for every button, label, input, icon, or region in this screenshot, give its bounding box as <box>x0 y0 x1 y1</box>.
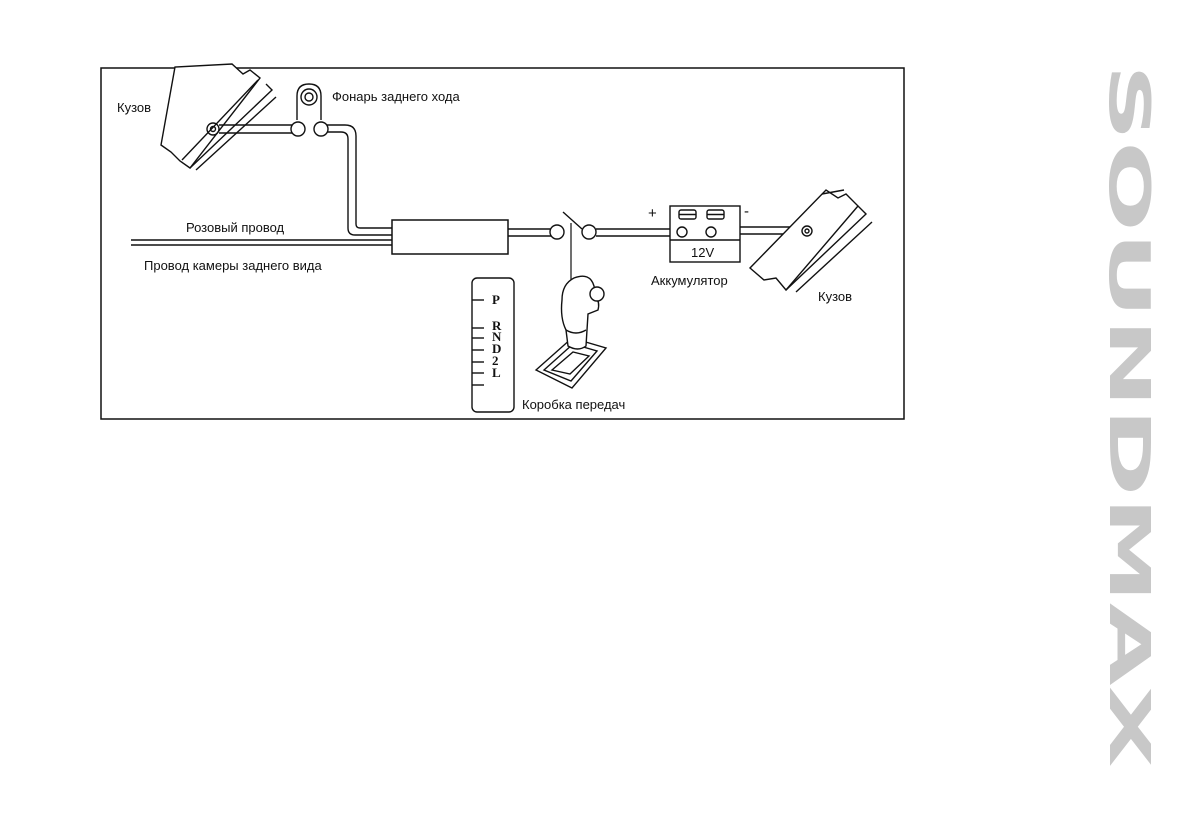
label-pink-wire: Розовый провод <box>186 220 285 235</box>
car-body-right <box>748 189 873 293</box>
switch-terminal-left <box>549 224 565 240</box>
reverse-lamp-icon <box>296 83 322 120</box>
label-battery-voltage: 12V <box>691 245 714 260</box>
gear-p: P <box>492 292 500 307</box>
label-reverse-lamp: Фонарь заднего хода <box>332 89 461 104</box>
label-body-left: Кузов <box>117 100 151 115</box>
label-body-right: Кузов <box>818 289 852 304</box>
lamp-ground-wire <box>219 124 292 134</box>
battery-positive-wire <box>596 228 670 237</box>
switch-wire <box>508 228 551 237</box>
label-camera-wire: Провод камеры заднего вида <box>144 258 322 273</box>
relay-module <box>391 219 509 255</box>
diagram-frame <box>100 67 905 420</box>
lamp-terminal-left <box>290 121 306 137</box>
gear-d: D <box>492 341 501 356</box>
gear-2: 2 <box>492 353 499 368</box>
gear-shifter-icon <box>534 275 608 389</box>
label-battery: Аккумулятор <box>651 273 728 288</box>
lamp-signal-wire <box>327 124 392 236</box>
battery-icon <box>669 205 741 263</box>
reverse-switch <box>562 211 583 230</box>
label-minus: - <box>744 203 749 220</box>
gear-n: N <box>492 329 502 344</box>
car-body-left <box>160 63 277 171</box>
gear-r: R <box>492 318 502 333</box>
label-gearbox: Коробка передач <box>522 397 625 412</box>
label-plus: + <box>648 205 657 222</box>
soundmax-watermark: SOUNDMAX <box>1096 64 1161 768</box>
lamp-terminal-right <box>313 121 329 137</box>
camera-wires <box>131 239 392 246</box>
switch-terminal-right <box>581 224 597 240</box>
gear-l: L <box>492 365 501 380</box>
gear-indicator <box>471 277 515 413</box>
